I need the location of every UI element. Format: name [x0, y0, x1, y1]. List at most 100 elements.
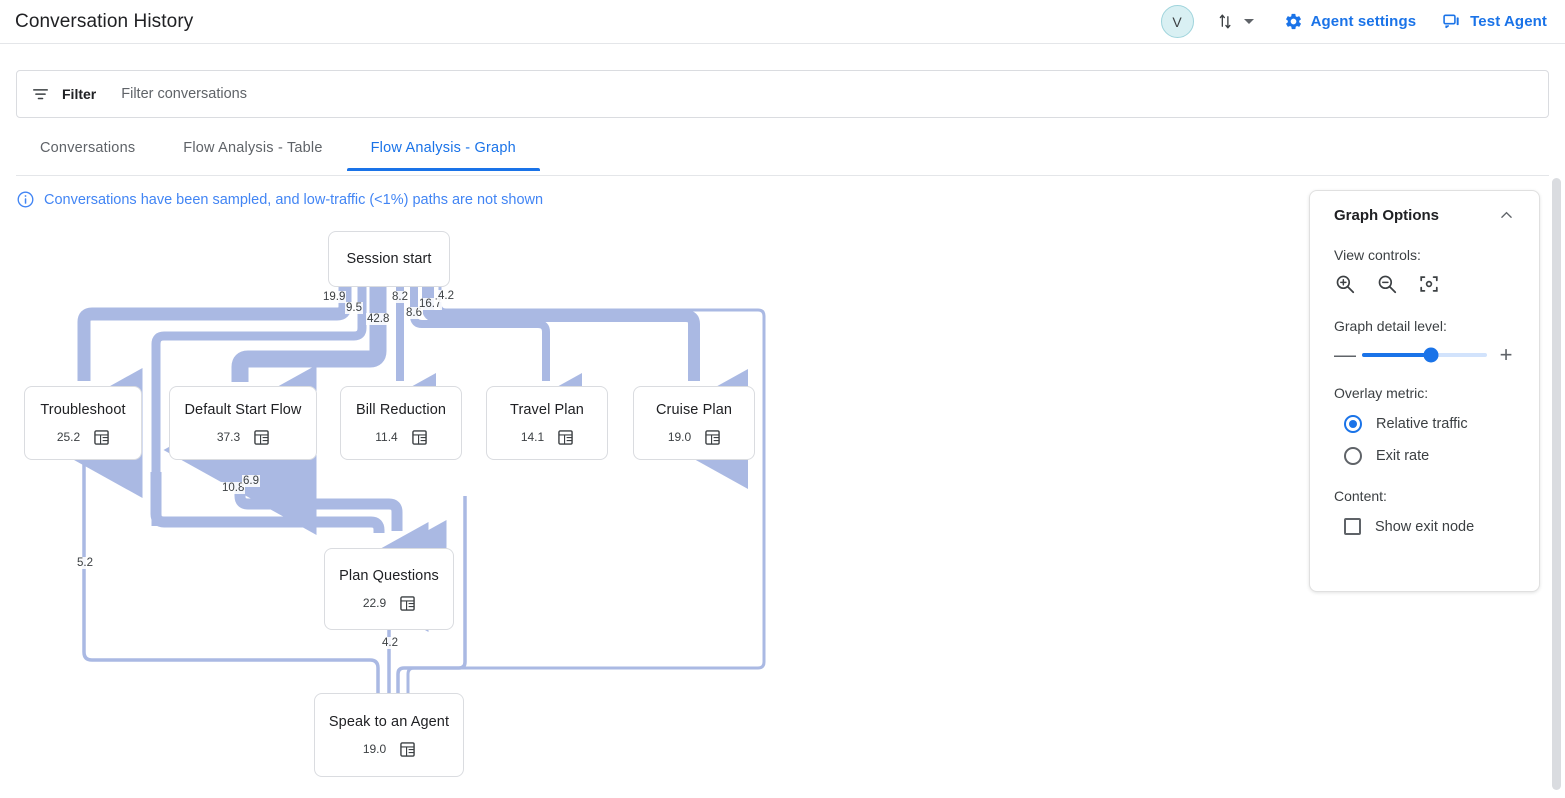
tab-flow-analysis-graph[interactable]: Flow Analysis - Graph	[346, 134, 541, 171]
node-travel-plan[interactable]: Travel Plan 14.1	[486, 386, 608, 460]
node-label: Speak to an Agent	[328, 713, 450, 730]
detail-level-slider-row: — +	[1334, 342, 1515, 367]
avatar[interactable]: V	[1160, 5, 1194, 38]
edge-label-session-to-travel-plan: 8.6	[405, 307, 423, 319]
agent-settings-link[interactable]: Agent settings	[1284, 12, 1417, 31]
detail-level-decrease-button[interactable]: —	[1334, 342, 1356, 367]
node-value: 14.1	[520, 430, 545, 444]
node-label: Bill Reduction	[355, 401, 447, 418]
node-metrics: 11.4	[375, 429, 427, 445]
node-troubleshoot[interactable]: Troubleshoot 25.2	[24, 386, 142, 460]
gear-icon	[1285, 13, 1301, 30]
chevron-up-icon[interactable]	[1498, 207, 1515, 224]
zoom-out-icon[interactable]	[1376, 273, 1398, 295]
node-label: Plan Questions	[339, 567, 439, 584]
edge-label-session-to-bill-reduction: 8.2	[391, 291, 409, 303]
table-view-icon[interactable]	[400, 741, 415, 757]
tab-conversations[interactable]: Conversations	[40, 140, 136, 156]
node-label: Default Start Flow	[184, 401, 302, 418]
filter-bar: Filter	[16, 70, 1549, 118]
node-label: Troubleshoot	[40, 401, 126, 418]
node-plan-questions[interactable]: Plan Questions 22.9	[324, 548, 454, 630]
edge-label-default-start-flow-to-plan-questions: 10.8	[221, 482, 246, 494]
table-view-icon[interactable]	[254, 429, 269, 445]
test-agent-label: Test Agent	[1470, 13, 1547, 30]
node-label: Cruise Plan	[655, 401, 733, 418]
page-title: Conversation History	[15, 10, 194, 32]
radio-icon[interactable]	[1344, 415, 1362, 433]
sampling-notice: Conversations have been sampled, and low…	[16, 190, 543, 209]
header-actions: V Agent settings Test Agent	[1160, 0, 1565, 43]
node-metrics: 25.2	[56, 429, 109, 445]
node-metrics: 14.1	[520, 429, 573, 445]
table-view-icon[interactable]	[705, 429, 720, 445]
table-view-icon[interactable]	[94, 429, 109, 445]
edge-label-session-to-speak-to-an-agent: 4.2	[437, 290, 455, 302]
detail-level-increase-button[interactable]: +	[1499, 342, 1513, 367]
table-view-icon[interactable]	[558, 429, 573, 445]
overlay-option-relative-traffic[interactable]: Relative traffic	[1344, 415, 1515, 433]
graph-options-panel: Graph Options View controls: Graph detai…	[1309, 190, 1540, 592]
node-metrics: 19.0	[362, 741, 415, 757]
node-value: 25.2	[56, 430, 81, 444]
table-view-icon[interactable]	[411, 429, 427, 445]
vertical-scrollbar[interactable]	[1552, 178, 1561, 790]
view-controls-label: View controls:	[1334, 247, 1421, 263]
filter-icon[interactable]	[31, 85, 50, 104]
edge-label-session-to-default-start-flow: 9.5	[345, 302, 363, 314]
node-value: 19.0	[362, 742, 387, 756]
checkbox-icon[interactable]	[1344, 518, 1361, 535]
edge-label-session-to-cruise-plan: 16.7	[418, 298, 443, 310]
app-header: Conversation History V Agent settings	[0, 0, 1565, 44]
slider-fill	[1362, 353, 1431, 357]
zoom-in-icon[interactable]	[1334, 273, 1356, 295]
node-value: 11.4	[375, 430, 398, 444]
overlay-option-exit-rate[interactable]: Exit rate	[1344, 447, 1515, 465]
overlay-metric-label: Overlay metric:	[1334, 385, 1429, 401]
sort-arrows-icon	[1219, 14, 1231, 29]
graph-options-header[interactable]: Graph Options	[1334, 207, 1515, 224]
detail-level-label: Graph detail level:	[1334, 318, 1447, 334]
avatar-initial: V	[1172, 13, 1182, 30]
node-value: 37.3	[216, 430, 241, 444]
node-value: 22.9	[362, 596, 387, 610]
node-label: Session start	[346, 251, 432, 267]
edge-label-plan-questions-to-speak-to-an-agent: 4.2	[381, 637, 399, 649]
info-icon	[17, 191, 34, 208]
edge-label-session-to-troubleshoot: 19.9	[322, 291, 347, 303]
node-label: Travel Plan	[510, 401, 584, 418]
node-speak-to-an-agent[interactable]: Speak to an Agent 19.0	[314, 693, 464, 777]
overlay-option-label: Relative traffic	[1376, 416, 1468, 432]
chevron-down-icon	[1243, 19, 1254, 24]
test-agent-link[interactable]: Test Agent	[1442, 12, 1547, 32]
node-value: 19.0	[667, 430, 692, 444]
content-option-show-exit-node[interactable]: Show exit node	[1344, 518, 1515, 535]
overlay-option-label: Exit rate	[1376, 448, 1430, 464]
edge-label-session-to-default-start-flow-2: 42.8	[366, 313, 391, 325]
radio-icon[interactable]	[1344, 447, 1362, 465]
agent-settings-label: Agent settings	[1310, 13, 1417, 30]
node-default-start-flow[interactable]: Default Start Flow 37.3	[169, 386, 317, 460]
filter-input[interactable]	[121, 86, 722, 102]
flow-graph-edges	[25, 287, 766, 727]
node-cruise-plan[interactable]: Cruise Plan 19.0	[633, 386, 755, 460]
graph-options-title: Graph Options	[1334, 207, 1439, 224]
slider-thumb[interactable]	[1423, 347, 1439, 363]
view-controls	[1334, 273, 1515, 295]
flow-graph-canvas[interactable]: Session start Troubleshoot 25.2 Default …	[0, 176, 1545, 798]
detail-level-slider[interactable]	[1362, 347, 1487, 363]
chat-bubble-icon	[1443, 14, 1459, 28]
content-option-label: Show exit node	[1375, 518, 1475, 535]
fit-to-screen-icon[interactable]	[1418, 273, 1440, 295]
tab-flow-analysis-table[interactable]: Flow Analysis - Table	[183, 140, 323, 156]
filter-label: Filter	[62, 86, 97, 102]
node-metrics: 19.0	[667, 429, 720, 445]
node-session-start[interactable]: Session start	[328, 231, 450, 287]
table-view-icon[interactable]	[400, 595, 415, 611]
sort-control[interactable]	[1216, 12, 1254, 31]
node-bill-reduction[interactable]: Bill Reduction 11.4	[340, 386, 462, 460]
tab-bar: Conversations Flow Analysis - Table Flow…	[16, 134, 1549, 176]
edge-label-troubleshoot-to-speak-to-an-agent: 5.2	[76, 557, 94, 569]
node-metrics: 22.9	[362, 595, 415, 611]
sampling-notice-text: Conversations have been sampled, and low…	[44, 191, 544, 208]
